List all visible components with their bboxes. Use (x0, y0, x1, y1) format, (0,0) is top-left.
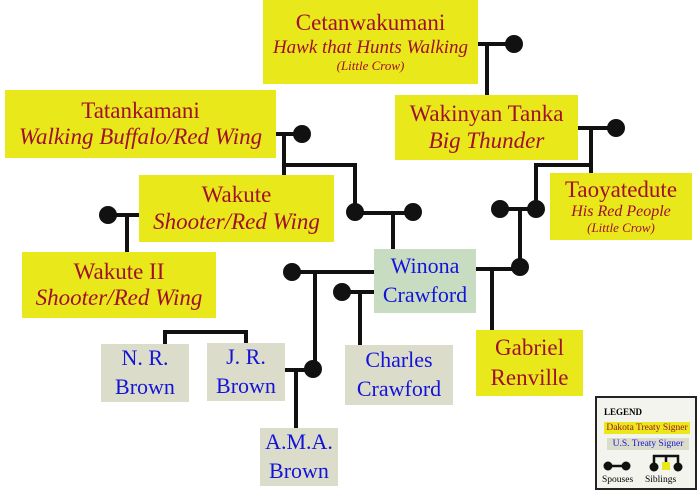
person-nickname: (Little Crow) (587, 220, 655, 236)
person-ama-brown: A.M.A. Brown (260, 428, 338, 486)
person-nickname: (Little Crow) (336, 57, 405, 73)
person-nr-brown: N. R. Brown (101, 344, 189, 402)
spouse-dot (333, 283, 351, 301)
person-wakinyan-tanka: Wakinyan Tanka Big Thunder (395, 95, 578, 160)
person-name: Taoyatedute (564, 176, 678, 202)
legend-us-signer: U.S. Treaty Signer (607, 438, 689, 450)
person-translation: Big Thunder (428, 127, 545, 153)
spouse-dot (99, 206, 117, 224)
spouse-dot (404, 203, 422, 221)
spouse-dot (607, 119, 625, 137)
person-cetanwakumani: Cetanwakumani Hawk that Hunts Walking (L… (263, 0, 478, 84)
person-name: Crawford (382, 282, 468, 307)
legend-title: LEGEND (604, 407, 643, 417)
person-name: Renville (490, 365, 569, 390)
sibling-box-icon (662, 462, 670, 470)
spouse-dot (505, 35, 523, 53)
person-name: Winona (390, 253, 460, 279)
person-name: Brown (269, 458, 329, 483)
person-name: Charles (365, 347, 433, 373)
person-name: Wakute (201, 182, 272, 208)
person-wakute: Wakute Shooter/Red Wing (139, 175, 334, 242)
person-name: Gabriel (495, 335, 564, 361)
person-name: Crawford (356, 376, 442, 401)
person-translation: Shooter/Red Wing (153, 208, 320, 234)
person-name: Wakinyan Tanka (409, 101, 564, 127)
spouse-dot (491, 200, 509, 218)
spouse-dot (346, 203, 364, 221)
sibling-dot-icon (673, 462, 683, 472)
sibling-dot-icon (649, 462, 659, 472)
person-winona-crawford: Winona Crawford (374, 249, 476, 313)
person-name: Tatankamani (81, 97, 200, 123)
person-wakute-ii: Wakute II Shooter/Red Wing (22, 252, 216, 318)
person-gabriel-renville: Gabriel Renville (476, 330, 583, 396)
person-name: Cetanwakumani (295, 10, 446, 36)
person-name: Wakute II (73, 258, 165, 284)
spouse-dot-icon (603, 461, 613, 471)
spouse-dot (304, 360, 322, 378)
spouse-dot (293, 125, 311, 143)
person-name: A.M.A. (265, 429, 333, 455)
legend-symbols (603, 454, 683, 472)
legend-siblings-label: Siblings (645, 475, 677, 485)
person-taoyatedute: Taoyatedute His Red People (Little Crow) (550, 173, 692, 240)
person-translation: Walking Buffalo/Red Wing (18, 124, 263, 149)
person-translation: Hawk that Hunts Walking (272, 36, 469, 58)
person-charles-crawford: Charles Crawford (345, 345, 453, 405)
person-name: J. R. (226, 344, 266, 370)
person-name: N. R. (121, 345, 169, 371)
person-tatankamani: Tatankamani Walking Buffalo/Red Wing (5, 90, 276, 158)
person-translation: His Red People (571, 203, 671, 221)
spouse-dot-icon (621, 461, 631, 471)
spouse-dot (527, 200, 545, 218)
legend-dakota-signer: Dakota Treaty Signer (604, 422, 690, 434)
person-name: Brown (216, 373, 276, 398)
legend: LEGEND Dakota Treaty Signer U.S. Treaty … (595, 396, 697, 490)
spouse-dot (283, 263, 301, 281)
person-name: Brown (115, 374, 175, 399)
legend-spouses-label: Spouses (602, 475, 634, 485)
person-jr-brown: J. R. Brown (207, 343, 285, 401)
spouse-dot (511, 258, 529, 276)
person-translation: Shooter/Red Wing (35, 285, 203, 310)
